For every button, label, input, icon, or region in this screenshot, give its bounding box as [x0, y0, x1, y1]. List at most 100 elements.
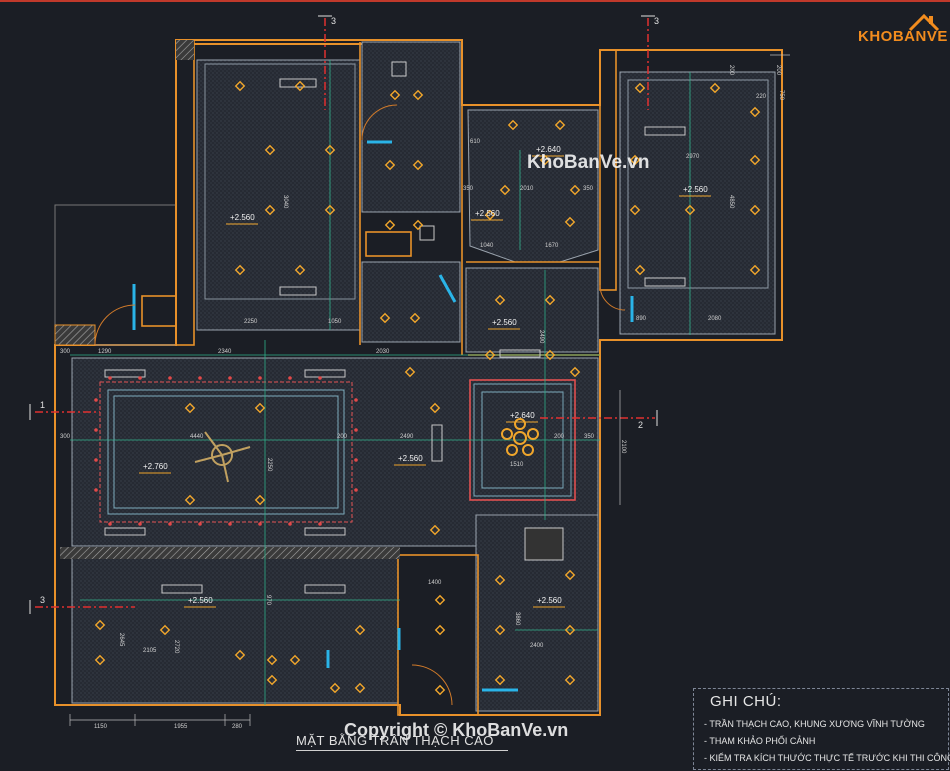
downlight-icon	[499, 184, 511, 196]
svg-text:3: 3	[40, 595, 45, 605]
downlight-icon	[434, 594, 446, 606]
dimension-text: 200	[728, 65, 734, 76]
downlight-icon	[254, 494, 266, 506]
led-mark	[354, 488, 358, 492]
ceiling-trays	[99, 63, 769, 523]
downlight-icon	[384, 159, 396, 171]
dimension-text: 750	[778, 90, 784, 101]
downlight-icon	[569, 366, 581, 378]
door-swings	[94, 104, 626, 706]
dimension-text: 2490	[400, 434, 414, 440]
dimension-text: 1400	[428, 580, 442, 586]
dimension-text: 2340	[218, 349, 232, 355]
downlight-icon	[507, 119, 519, 131]
level-label: +2.560	[230, 213, 255, 222]
watermark-copyright: Copyright © KhoBanVe.vn	[344, 720, 569, 740]
dimension-text: 3860	[514, 612, 520, 626]
level-label: +2.560	[492, 318, 517, 327]
downlight-icon	[564, 569, 576, 581]
downlight-icon	[379, 312, 391, 324]
level-label: +2.560	[398, 454, 423, 463]
downlight-icon	[749, 264, 761, 276]
wc-1-ceiling	[361, 41, 461, 213]
led-mark	[258, 376, 262, 380]
led-mark	[354, 458, 358, 462]
led-mark	[138, 376, 142, 380]
downlight-icon	[384, 219, 396, 231]
level-label: +2.560	[475, 209, 500, 218]
led-mark	[288, 376, 292, 380]
downlight-icon	[412, 219, 424, 231]
downlight-icon	[494, 674, 506, 686]
downlight-icon	[434, 684, 446, 696]
dining-ceiling	[71, 554, 399, 704]
dimension-text: 220	[756, 94, 767, 100]
downlight-icon	[564, 674, 576, 686]
dimension-text: 970	[265, 595, 271, 606]
dimension-text: 3040	[282, 195, 288, 209]
level-tags: +2.560+2.640+2.560+2.560+2.560+2.760+2.5…	[139, 145, 711, 608]
svg-text:2: 2	[638, 420, 643, 430]
downlight-icon	[324, 204, 336, 216]
logo-text: KHOBANVE	[858, 28, 948, 45]
downlight-icon	[629, 204, 641, 216]
led-mark	[198, 522, 202, 526]
note-item: - TRẦN THẠCH CAO, KHUNG XƯƠNG VĨNH TƯỜNG	[704, 719, 925, 729]
section-lines	[35, 18, 655, 608]
downlight-icon	[266, 674, 278, 686]
led-mark	[228, 376, 232, 380]
downlight-icon	[324, 144, 336, 156]
level-label: +2.560	[188, 596, 213, 605]
khobanve-logo: KHOBANVE	[852, 12, 947, 52]
downlight-icon	[494, 294, 506, 306]
led-mark	[288, 522, 292, 526]
dimension-text: 2100	[620, 440, 626, 454]
dimension-text: 2030	[376, 349, 390, 355]
bedroom-1-ceiling	[196, 59, 361, 331]
dimension-text: 200	[775, 65, 781, 76]
downlight-icon	[329, 682, 341, 694]
notes-box: GHI CHÚ: - TRẦN THẠCH CAO, KHUNG XƯƠNG V…	[693, 688, 950, 770]
led-mark	[354, 428, 358, 432]
downlight-icon	[234, 649, 246, 661]
bedroom-3-ceiling	[619, 71, 776, 335]
downlight-icon	[184, 494, 196, 506]
dimension-text: 350	[584, 434, 595, 440]
dimension-text: 2105	[143, 648, 157, 654]
downlight-icon	[494, 574, 506, 586]
dimension-text: 350	[463, 186, 474, 192]
dimension-text: 4440	[190, 434, 204, 440]
downlight-icon	[294, 264, 306, 276]
title-underline	[296, 750, 508, 751]
led-mark	[94, 458, 98, 462]
downlight-icon	[412, 159, 424, 171]
wc-2-ceiling	[361, 261, 461, 343]
led-mark	[108, 376, 112, 380]
downlight-icon	[354, 624, 366, 636]
downlight-icon	[429, 402, 441, 414]
downlights	[94, 80, 761, 696]
dimension-text: 1040	[480, 243, 494, 249]
dimension-text: 890	[636, 316, 647, 322]
downlight-icon	[409, 312, 421, 324]
level-label: +2.640	[510, 411, 535, 420]
dimension-text: 2490	[538, 330, 544, 344]
balcony	[54, 204, 177, 346]
dimension-text: 1510	[510, 462, 524, 468]
dimension-text: 2010	[520, 186, 534, 192]
downlight-icon	[94, 654, 106, 666]
dimension-text: 1050	[328, 319, 342, 325]
chandelier-icon	[501, 418, 539, 456]
level-label: +2.560	[683, 185, 708, 194]
dimension-text: 2250	[266, 458, 272, 472]
level-label: +2.640	[536, 145, 561, 154]
downlight-icon	[94, 619, 106, 631]
svg-text:3: 3	[654, 16, 659, 26]
dimension-text: 2645	[118, 633, 124, 647]
section-arrows: 3 3 1 2 3	[29, 15, 659, 614]
downlight-icon	[404, 366, 416, 378]
led-mark	[168, 522, 172, 526]
wall-hatching	[54, 40, 400, 559]
